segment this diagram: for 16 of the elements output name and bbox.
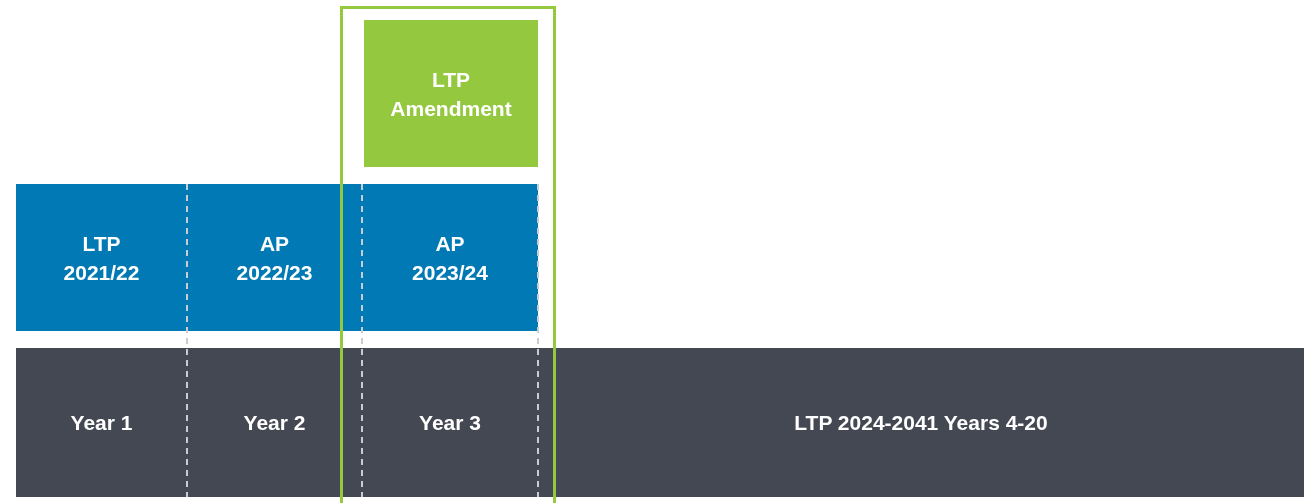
- cell-label: LTP Amendment: [389, 66, 513, 122]
- plan-cell: [16, 184, 187, 331]
- cell-label: AP 2023/24: [411, 230, 489, 286]
- cell-label: Year 2: [243, 410, 306, 436]
- year-band: [538, 348, 1304, 497]
- cell-label: Year 3: [419, 410, 481, 436]
- plan-cell: [362, 184, 538, 331]
- year-cell: [16, 348, 187, 497]
- year-cell: [362, 348, 538, 497]
- year-cell: [187, 348, 362, 497]
- cell-label: LTP 2024-2041 Years 4-20: [794, 410, 1048, 436]
- amendment-box: [364, 20, 538, 167]
- plan-cell: [187, 184, 362, 331]
- cell-label: LTP 2021/22: [62, 230, 141, 286]
- cell-label: Year 1: [70, 410, 133, 436]
- cell-label: AP 2022/23: [235, 230, 314, 286]
